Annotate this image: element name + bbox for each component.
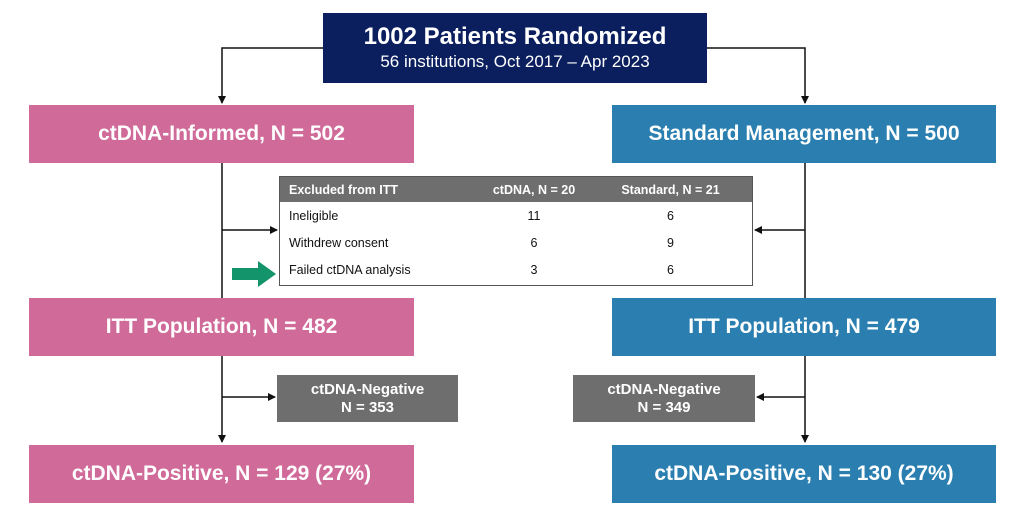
- highlight-arrow-icon: [232, 261, 276, 287]
- excluded-reason: Withdrew consent: [289, 235, 389, 250]
- itt-left-box: ITT Population, N = 482: [29, 298, 414, 356]
- ctdna-positive-left-box: ctDNA-Positive, N = 129 (27%): [29, 445, 414, 503]
- ctdna-negative-right-count: N = 349: [637, 398, 691, 416]
- excluded-table: Excluded from ITT ctDNA, N = 20 Standard…: [279, 176, 753, 286]
- table-row: Failed ctDNA analysis 3 6: [280, 256, 752, 283]
- excluded-ctdna-count: 6: [530, 235, 538, 250]
- excluded-standard-count: 9: [667, 235, 674, 250]
- randomized-box: 1002 Patients Randomized 56 institutions…: [323, 13, 707, 83]
- table-row: Withdrew consent 6 9: [280, 229, 752, 256]
- connector-top-left: [218, 47, 323, 104]
- randomized-title: 1002 Patients Randomized: [363, 23, 667, 50]
- excluded-header-row: Excluded from ITT ctDNA, N = 20 Standard…: [280, 177, 752, 202]
- ctdna-negative-left-count: N = 353: [341, 398, 394, 416]
- excluded-standard-count: 6: [667, 208, 674, 223]
- excluded-header-ctdna: ctDNA, N = 20: [479, 177, 589, 202]
- excluded-ctdna-count: 11: [527, 208, 541, 223]
- excluded-header-label: Excluded from ITT: [280, 177, 479, 202]
- randomized-subtitle: 56 institutions, Oct 2017 – Apr 2023: [380, 52, 650, 71]
- arm-standard-management-box: Standard Management, N = 500: [612, 105, 996, 163]
- ctdna-negative-right-label: ctDNA-Negative: [607, 380, 721, 398]
- excluded-reason: Ineligible: [289, 208, 339, 223]
- ctdna-positive-right-box: ctDNA-Positive, N = 130 (27%): [612, 445, 996, 503]
- arm-ctdna-informed-box: ctDNA-Informed, N = 502: [29, 105, 414, 163]
- ctdna-negative-right-box: ctDNA-Negative N = 349: [573, 375, 755, 422]
- ctdna-negative-left-box: ctDNA-Negative N = 353: [277, 375, 458, 422]
- ctdna-negative-left-label: ctDNA-Negative: [310, 380, 425, 398]
- table-row: Ineligible 11 6: [280, 202, 752, 229]
- excluded-standard-count: 6: [667, 262, 674, 277]
- excluded-header-standard: Standard, N = 21: [589, 177, 752, 202]
- excluded-ctdna-count: 3: [530, 262, 538, 277]
- excluded-reason: Failed ctDNA analysis: [289, 262, 411, 277]
- connector-top-right: [707, 47, 809, 104]
- itt-right-box: ITT Population, N = 479: [612, 298, 996, 356]
